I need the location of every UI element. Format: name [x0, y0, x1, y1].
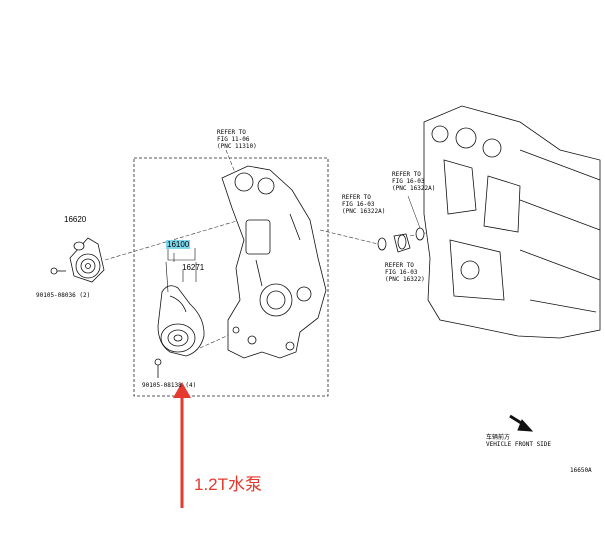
group-box [133, 157, 329, 397]
part-number-16620: 16620 [64, 215, 87, 224]
fitting [393, 233, 411, 253]
leader-lines [167, 247, 196, 282]
refer-label-fig-11-06: REFER TO FIG 11-06 (PNC 11310) [217, 129, 257, 150]
vehicle-front-arrow [509, 414, 534, 432]
o-ring-left [377, 237, 387, 251]
refer-label-fig-16-03-c: REFER TO FIG 16-03 (PNC 16322) [385, 262, 425, 283]
annotation-water-pump: 1.2T水泵 [194, 475, 263, 494]
vehicle-front-label-cn: 车辆前方 [486, 434, 511, 441]
part-number-16271: 16271 [182, 263, 205, 272]
bolt-center [154, 358, 162, 378]
engine-block [423, 105, 601, 339]
bolt-left [50, 267, 66, 275]
pump-gasket [165, 261, 197, 293]
water-pump [157, 285, 205, 357]
timing-cover [221, 165, 327, 359]
vehicle-front-label-en: VEHICLE FRONT SIDE [486, 441, 552, 448]
tensioner-pulley [69, 237, 105, 283]
part-number-16100-text: 16100 [166, 240, 191, 249]
refer-label-fig-16-03-b: REFER TO FIG 16-03 (PNC 16322A) [342, 194, 386, 215]
part-number-bolt-left: 90105-08036 (2) [36, 292, 91, 299]
refer-label-fig-16-03-a: REFER TO FIG 16-03 (PNC 16322A) [392, 171, 436, 192]
red-arrow [173, 382, 191, 508]
part-number-bolt-center: 90105-08138 (4) [142, 382, 197, 389]
part-number-16100: 16100 [166, 240, 191, 249]
figure-code: 16650A [570, 467, 592, 474]
o-ring-right [415, 227, 425, 241]
